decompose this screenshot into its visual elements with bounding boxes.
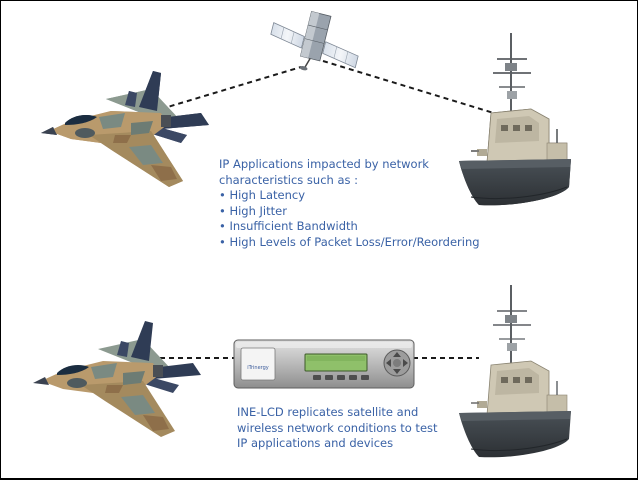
bottom-caption-line-2: wireless network conditions to test (237, 420, 438, 435)
warship-bottom (458, 284, 572, 459)
bottom-caption: INE-LCD replicates satellite and wireles… (237, 405, 438, 452)
impact-list: High Latency High Jitter Insufficient Ba… (219, 188, 480, 251)
device-key-5 (361, 375, 369, 380)
device-key-2 (325, 375, 333, 380)
top-caption-line-1: IP Applications impacted by network (219, 157, 429, 171)
top-caption: IP Applications impacted by network char… (219, 157, 480, 250)
link-satellite-to-ship (322, 60, 498, 115)
device-key-1 (313, 375, 321, 380)
bottom-caption-line-3: IP applications and devices (237, 436, 394, 450)
impact-item: Insufficient Bandwidth (219, 219, 480, 235)
device-brand-label: iTrinergy (247, 365, 269, 371)
impact-item: High Latency (219, 188, 480, 204)
device-nav-pad (383, 349, 411, 377)
link-jet-to-satellite (160, 66, 302, 110)
satellite-icon (270, 10, 359, 71)
device-key-3 (337, 375, 345, 380)
impact-item: High Jitter (219, 204, 480, 220)
bottom-caption-line-1: INE-LCD replicates satellite and (237, 405, 419, 419)
network-emulator-device: iTrinergy (233, 339, 415, 389)
top-caption-line-2: characteristics such as : (219, 172, 359, 187)
fighter-jet-bottom (33, 321, 201, 437)
device-key-4 (349, 375, 357, 380)
impact-item: High Levels of Packet Loss/Error/Reorder… (219, 235, 479, 251)
fighter-jet-top (41, 71, 209, 187)
